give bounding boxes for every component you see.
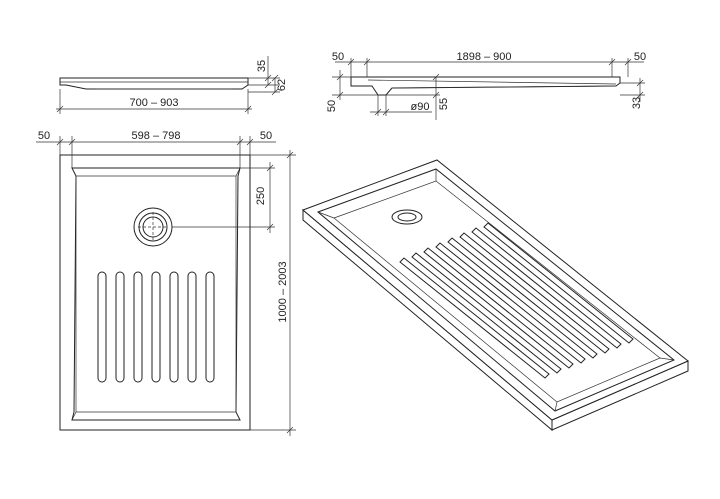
front-drain-depth-dim: 55: [438, 98, 450, 110]
plan-length-dim: 1000 – 2003: [277, 261, 289, 322]
front-drain-diameter-dim: ø90: [411, 101, 430, 113]
plan-view: 50 598 – 798 50 250 1000 – 2003: [36, 130, 296, 436]
iso-grooves: [399, 222, 634, 379]
front-left-height-dim: 50: [326, 100, 338, 112]
front-length-dim: 1898 – 900: [456, 51, 511, 63]
plan-left-margin-dim: 50: [38, 130, 50, 142]
front-view-profile: [350, 76, 621, 96]
isometric-view: [302, 159, 689, 432]
side-view-profile: [59, 77, 249, 90]
plan-drain-offset-dim: 250: [255, 187, 267, 205]
side-rim-dim: 35: [256, 60, 268, 72]
front-view: 50 1898 – 900 50 50 ø90 55 33: [326, 51, 646, 120]
plan-outer-rim: [59, 154, 251, 431]
front-right-height-dim: 33: [631, 97, 643, 109]
side-width-dim: 700 – 903: [130, 97, 179, 109]
iso-drain-icon: [391, 209, 423, 225]
front-right-margin-dim: 50: [634, 51, 646, 63]
plan-inner-width-dim: 598 – 798: [132, 130, 181, 142]
plan-right-margin-dim: 50: [260, 130, 272, 142]
front-left-margin-dim: 50: [332, 51, 344, 63]
plan-grooves: [97, 271, 215, 383]
side-height-dim: 62: [276, 79, 288, 91]
drain-icon: [133, 207, 173, 247]
side-view: 700 – 903 35 62: [56, 56, 288, 114]
